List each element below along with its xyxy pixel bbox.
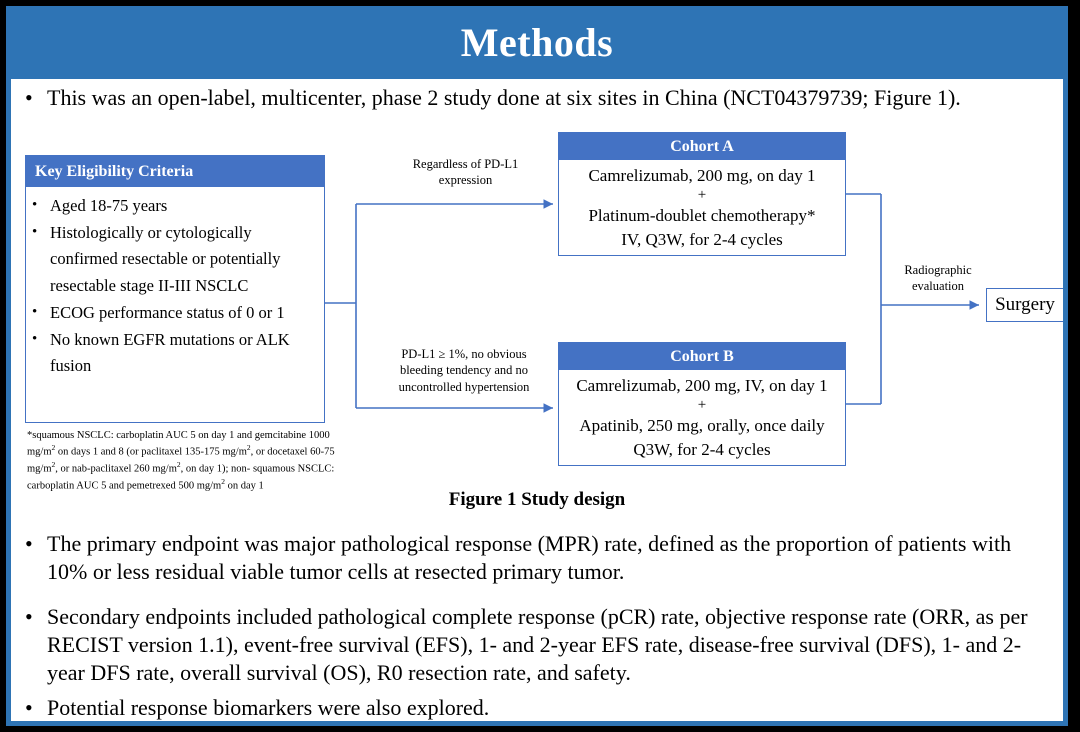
connector-label-line: PD-L1 ≥ 1%, no obvious: [401, 347, 527, 361]
connector-label-line: evaluation: [911, 279, 965, 294]
primary-endpoint-bullet-row: • The primary endpoint was major patholo…: [25, 530, 1055, 586]
cohort-a-header: Cohort A: [559, 133, 845, 160]
eligibility-list: • Aged 18-75 years • Histologically or c…: [26, 187, 324, 380]
footnote-line2-c: , or nab-paclitaxel 260 mg/m: [55, 463, 177, 475]
footnote-sup: 2: [246, 443, 251, 453]
footnote-line2-b: , or docetaxel 60-75 mg/m: [27, 446, 335, 475]
connector-label-line: bleeding tendency and no: [399, 363, 529, 378]
connector-label-radiographic: Radiographic evaluation: [883, 262, 993, 295]
footnote-sup: 2: [51, 460, 56, 470]
footnote-line1-a: *squamous NSCLC: carboplatin AUC 5 on da…: [27, 430, 330, 458]
slide: Methods • This was an open-label, multic…: [6, 6, 1068, 726]
primary-endpoint-text: The primary endpoint was major pathologi…: [47, 531, 1012, 585]
bullet-marker: •: [25, 85, 33, 110]
cohort-a-line3: IV, Q3W, for 2-4 cycles: [621, 230, 783, 249]
cohort-b-header: Cohort B: [559, 343, 845, 370]
eligibility-header: Key Eligibility Criteria: [26, 156, 324, 187]
eligibility-item-label: Histologically or cytologically confirme…: [50, 222, 281, 296]
intro-bullet-text: This was an open-label, multicenter, pha…: [47, 85, 961, 110]
study-design-figure: Key Eligibility Criteria • Aged 18-75 ye…: [11, 114, 1063, 509]
secondary-endpoint-bullet-row: • Secondary endpoints included pathologi…: [25, 603, 1055, 687]
cohort-b-body: Camrelizumab, 200 mg, IV, on day 1 + Apa…: [559, 370, 845, 462]
surgery-box: Surgery: [986, 288, 1063, 322]
bullet-marker: •: [32, 197, 38, 213]
bullet-marker: •: [32, 330, 38, 347]
list-item: • ECOG performance status of 0 or 1: [32, 300, 318, 327]
cohort-b-box: Cohort B Camrelizumab, 200 mg, IV, on da…: [558, 342, 846, 466]
list-item: • No known EGFR mutations or ALK fusion: [32, 327, 318, 380]
intro-bullet-row: • This was an open-label, multicenter, p…: [25, 84, 1055, 112]
figure-caption: Figure 1 Study design: [448, 489, 626, 510]
connector-label-regardless: Regardless of PD-L1 expression: [383, 156, 548, 189]
slide-title: Methods: [11, 6, 1063, 79]
eligibility-item-label: No known EGFR mutations or ALK fusion: [50, 329, 290, 376]
footnote-line1-b: on days 1 and 8 (or: [55, 446, 139, 458]
footnote-line2-d: , on day 1); non-: [180, 463, 251, 475]
eligibility-item-label: Aged 18-75 years: [50, 196, 168, 215]
connector-label-line: uncontrolled hypertension: [398, 379, 530, 394]
secondary-endpoint-text: Secondary endpoints included pathologica…: [47, 604, 1028, 686]
footnote-sup: 2: [51, 443, 56, 453]
bullet-marker: •: [32, 223, 38, 240]
footnote-line3-b: on day 1: [224, 480, 264, 492]
cohort-a-plus: +: [697, 187, 707, 204]
bullet-marker: •: [25, 695, 33, 720]
eligibility-criteria-box: Key Eligibility Criteria • Aged 18-75 ye…: [25, 155, 325, 423]
cohort-b-line2: Apatinib, 250 mg, orally, once daily: [579, 415, 825, 435]
cohort-a-box: Cohort A Camrelizumab, 200 mg, on day 1 …: [558, 132, 846, 256]
chemotherapy-footnote: *squamous NSCLC: carboplatin AUC 5 on da…: [27, 429, 359, 494]
bullet-marker: •: [32, 303, 38, 320]
cohort-a-body: Camrelizumab, 200 mg, on day 1 + Platinu…: [559, 160, 845, 252]
cohort-a-line1: Camrelizumab, 200 mg, on day 1: [588, 166, 816, 185]
footnote-line2-a: paclitaxel 135-175 mg/m: [141, 446, 247, 458]
cohort-a-line2: Platinum-doublet chemotherapy*: [588, 205, 816, 225]
eligibility-item-label: ECOG performance status of 0 or 1: [50, 302, 285, 322]
list-item: • Aged 18-75 years: [32, 193, 318, 220]
footnote-sup: 2: [221, 477, 225, 487]
cohort-b-line3: Q3W, for 2-4 cycles: [633, 440, 771, 459]
footnote-sup: 2: [176, 460, 181, 470]
footnote-line3-a: squamous NSCLC: carboplatin AUC 5 and pe…: [27, 463, 335, 492]
bullet-marker: •: [25, 604, 33, 629]
biomarkers-text: Potential response biomarkers were also …: [47, 695, 490, 720]
connector-label-pdl1: PD-L1 ≥ 1%, no obvious bleeding tendency…: [369, 346, 559, 395]
list-item: • Histologically or cytologically confir…: [32, 220, 318, 300]
bullet-marker: •: [25, 531, 33, 556]
connector-label-line: Radiographic: [904, 263, 972, 277]
biomarkers-bullet-row: • Potential response biomarkers were als…: [25, 694, 1055, 721]
cohort-b-plus: +: [697, 397, 707, 414]
connector-label-line: expression: [438, 173, 493, 188]
connector-label-line: Regardless of PD-L1: [412, 157, 519, 171]
cohort-b-line1: Camrelizumab, 200 mg, IV, on day 1: [576, 376, 828, 395]
